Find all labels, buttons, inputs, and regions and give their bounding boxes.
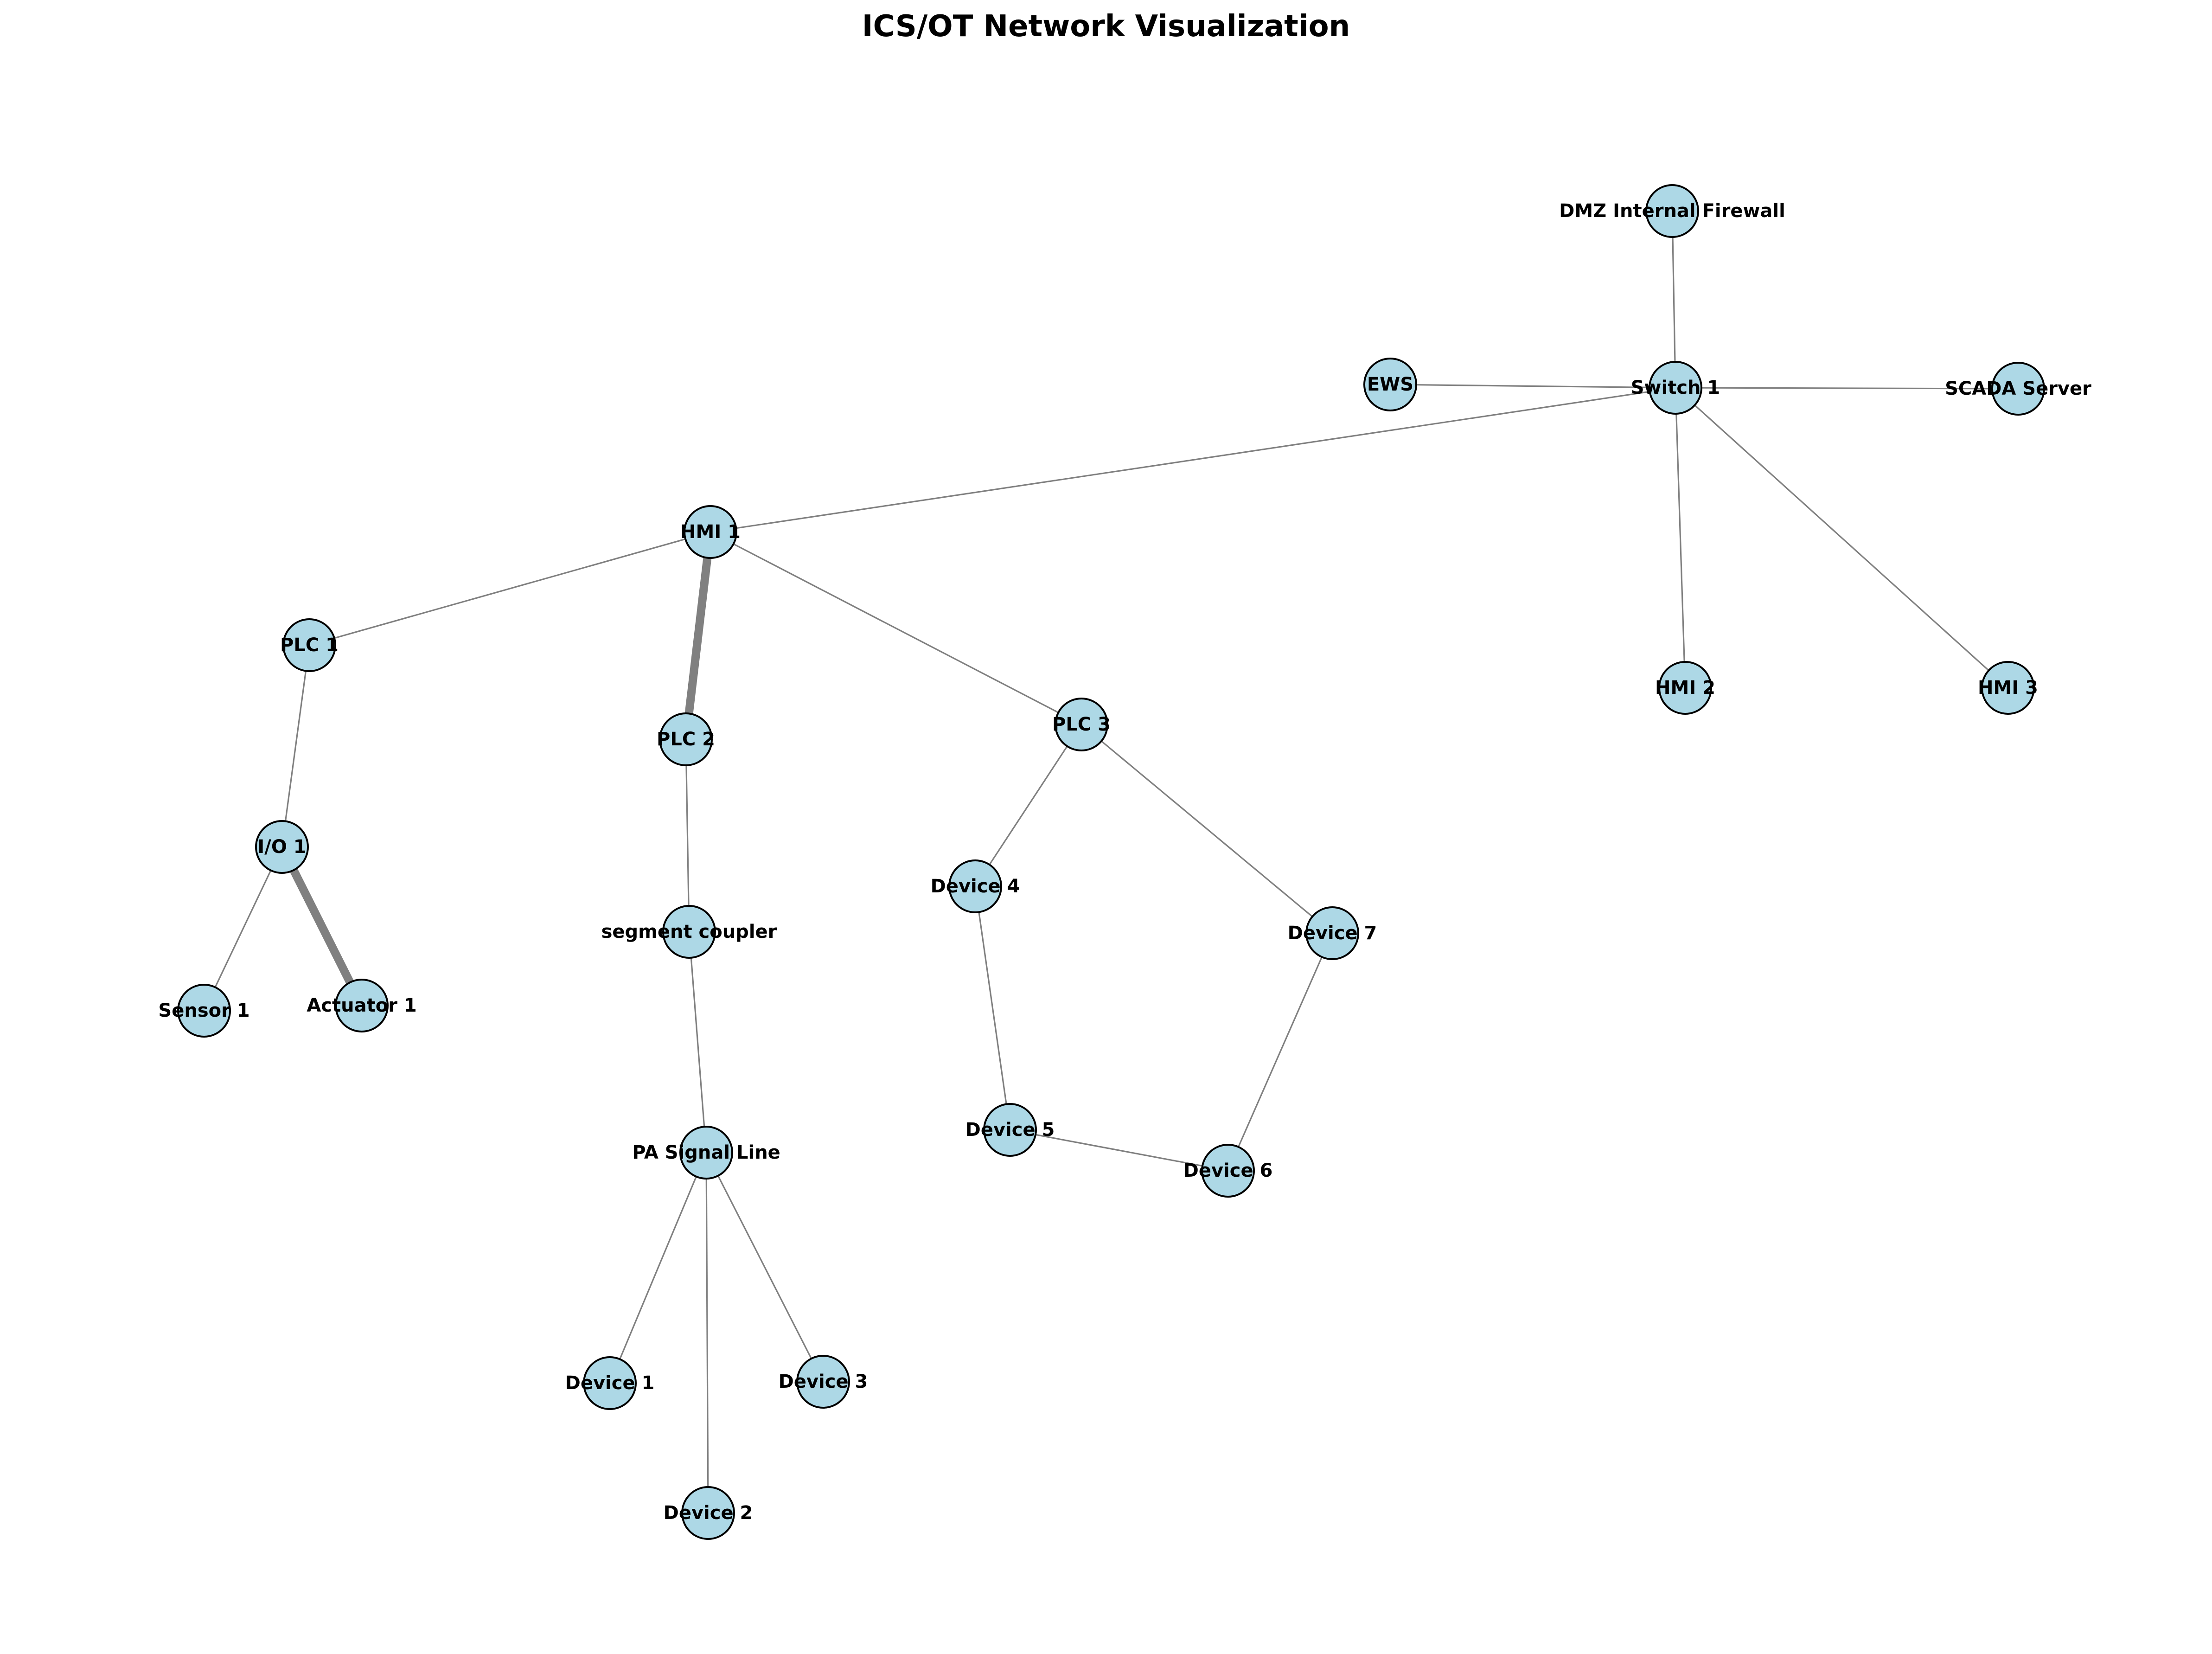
node-switch-1[interactable] [1649,361,1702,415]
node-label-ews: EWS [1367,374,1413,395]
edge-hmi-1-to-plc-1 [309,531,711,646]
node-label-switch-1: Switch 1 [1631,377,1720,398]
node-dmz-internal-firewall[interactable] [1645,184,1699,238]
node-layer [177,184,2045,1540]
node-hmi-1[interactable] [684,505,737,559]
node-ews[interactable] [1363,358,1417,411]
edge-plc-3-to-device-7 [1080,724,1333,934]
edge-device-7-to-device-6 [1227,933,1333,1171]
edge-switch-1-to-scada-server [1675,387,2019,390]
edge-plc-2-to-segment-coupler [685,739,690,932]
edge-dmz-internal-firewall-to-switch-1 [1671,211,1676,388]
node-actuator-1[interactable] [335,979,389,1032]
node-label-device-2: Device 2 [664,1502,753,1524]
node-device-6[interactable] [1201,1144,1255,1198]
node-label-hmi-3: HMI 3 [1978,677,2038,699]
edge-io-1-to-sensor-1 [203,846,283,1011]
node-device-7[interactable] [1305,906,1359,960]
edge-hmi-1-to-plc-2 [682,531,715,740]
edge-plc-3-to-device-4 [974,724,1082,887]
node-label-device-3: Device 3 [779,1371,868,1392]
node-label-scada-server: SCADA Server [1945,378,2091,399]
node-hmi-2[interactable] [1658,661,1712,715]
node-device-5[interactable] [983,1103,1037,1157]
node-label-hmi-2: HMI 2 [1655,677,1715,699]
edge-device-5-to-device-6 [1010,1129,1228,1172]
edge-io-1-to-actuator-1 [278,845,366,1008]
edge-plc-1-to-io-1 [281,645,310,847]
node-label-segment-coupler: segment coupler [601,921,777,942]
node-label-actuator-1: Actuator 1 [307,995,416,1016]
node-label-hmi-1: HMI 1 [680,521,741,543]
edge-segment-coupler-to-pa-signal-line [688,931,707,1153]
node-label-plc-3: PLC 3 [1052,714,1111,735]
node-label-io-1: I/O 1 [257,836,306,858]
node-plc-1[interactable] [282,618,336,672]
node-device-4[interactable] [948,859,1002,913]
node-label-pa-signal-line: PA Signal Line [632,1142,780,1163]
node-pa-signal-line[interactable] [679,1126,733,1180]
edge-device-4-to-device-5 [974,886,1011,1130]
node-device-1[interactable] [583,1356,637,1410]
node-device-2[interactable] [681,1486,735,1540]
node-sensor-1[interactable] [177,984,231,1038]
node-label-device-7: Device 7 [1288,923,1377,944]
node-label-device-1: Device 1 [565,1372,655,1394]
diagram-title: ICS/OT Network Visualization [862,9,1350,44]
node-io-1[interactable] [255,820,309,874]
node-device-3[interactable] [796,1355,850,1409]
node-plc-2[interactable] [659,712,713,766]
edge-hmi-1-to-plc-3 [710,531,1082,725]
edge-ews-to-switch-1 [1390,384,1676,389]
node-segment-coupler[interactable] [662,905,716,959]
node-label-plc-1: PLC 1 [280,635,339,656]
node-label-device-4: Device 4 [931,876,1020,897]
node-hmi-3[interactable] [1981,661,2035,715]
node-label-dmz-internal-firewall: DMZ Internal Firewall [1559,200,1785,222]
node-label-device-5: Device 5 [965,1119,1055,1141]
edge-pa-signal-line-to-device-1 [609,1152,707,1384]
edge-pa-signal-line-to-device-2 [705,1152,709,1513]
node-label-plc-2: PLC 2 [657,729,715,750]
edge-switch-1-to-hmi-2 [1675,387,1686,688]
node-scada-server[interactable] [1991,362,2045,416]
node-label-sensor-1: Sensor 1 [158,1000,249,1021]
edge-layer [203,211,2019,1513]
edge-pa-signal-line-to-device-3 [705,1152,824,1382]
edge-switch-1-to-hmi-3 [1675,387,2009,689]
edge-switch-1-to-hmi-1 [710,387,1676,533]
node-label-device-6: Device 6 [1183,1160,1273,1181]
node-plc-3[interactable] [1055,698,1108,751]
